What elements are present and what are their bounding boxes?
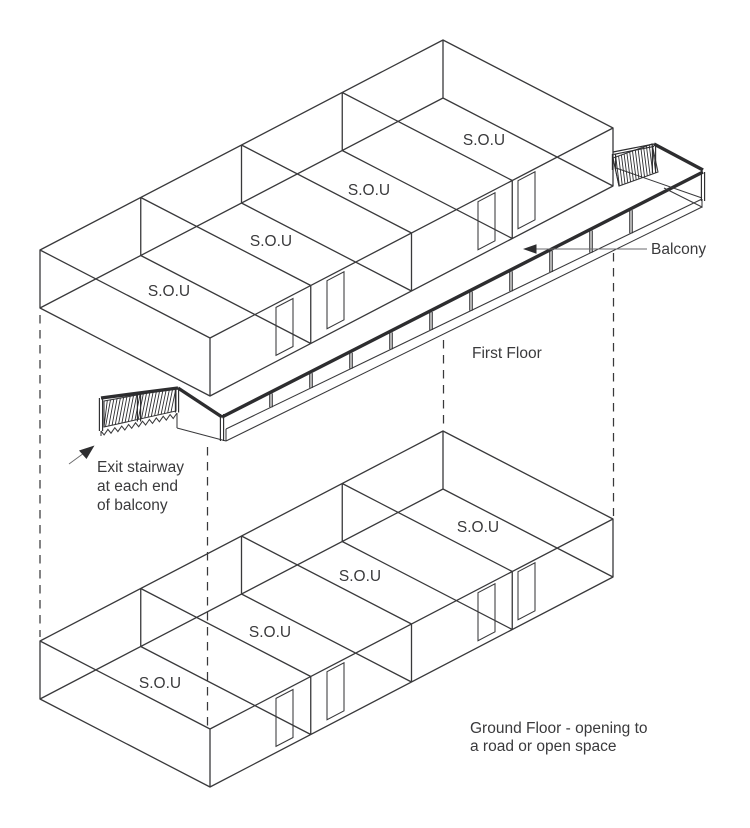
ground-floor-note-line1: Ground Floor - opening to xyxy=(470,720,648,737)
right-exit-stairway xyxy=(612,143,659,187)
tread-hatch-lines xyxy=(612,143,657,187)
room-label-sou: S.O.U xyxy=(457,519,499,536)
ground-floor-note-line2: a road or open space xyxy=(470,738,617,755)
exit-stairway-note-line1: Exit stairway xyxy=(97,459,184,476)
first-floor-unit-box xyxy=(39,39,614,397)
balcony-front-top-rail xyxy=(221,170,704,419)
railing-corner-post xyxy=(98,146,706,441)
right-stair-tread-hatching xyxy=(612,143,657,187)
balcony-structure xyxy=(177,142,704,442)
unit-door xyxy=(275,170,536,357)
balcony-right-platform-edge xyxy=(615,167,703,199)
first-floor-label: First Floor xyxy=(472,345,542,362)
left-stair-top-rail xyxy=(100,386,179,400)
unit-box-walls xyxy=(39,430,614,788)
balcony-right-end-rail xyxy=(653,142,704,172)
exit-stairway-note-line2: at each end xyxy=(97,478,178,495)
room-label-sou: S.O.U xyxy=(463,132,505,149)
room-label-sou: S.O.U xyxy=(250,233,292,250)
balcony-slab-top-edge xyxy=(225,198,703,430)
balcony-arrow-icon xyxy=(523,244,537,254)
railing-corner-posts xyxy=(98,146,706,441)
annotations: Balcony First Floor Exit stairway at eac… xyxy=(68,132,706,755)
unit-door xyxy=(275,561,536,748)
room-label-sou: S.O.U xyxy=(249,624,291,641)
balcony-railing-posts xyxy=(269,210,633,408)
exit-stairway-note-line3: of balcony xyxy=(97,497,168,514)
left-stair-underside-edges xyxy=(100,413,227,442)
ground-floor-unit-box xyxy=(39,430,614,788)
room-label-sou: S.O.U xyxy=(348,182,390,199)
stairway-arrow-icon xyxy=(79,445,95,459)
room-label-sou: S.O.U xyxy=(339,568,381,585)
right-stair-rail xyxy=(612,143,655,155)
room-label-sou: S.O.U xyxy=(139,675,181,692)
balcony-slab-right-cap xyxy=(663,187,703,208)
room-label-sou: S.O.U xyxy=(148,283,190,300)
unit-box-walls xyxy=(39,39,614,397)
left-stair-sawtooth-edge xyxy=(100,412,178,436)
balcony-left-end-rail xyxy=(177,386,223,419)
balcony-post xyxy=(269,210,633,408)
left-exit-stairway xyxy=(100,386,227,442)
balcony-label: Balcony xyxy=(651,241,706,258)
stairway-leader-line xyxy=(68,452,85,465)
balcony-slab-bottom-edge xyxy=(225,206,703,442)
projection-dashed-lines xyxy=(39,253,615,726)
